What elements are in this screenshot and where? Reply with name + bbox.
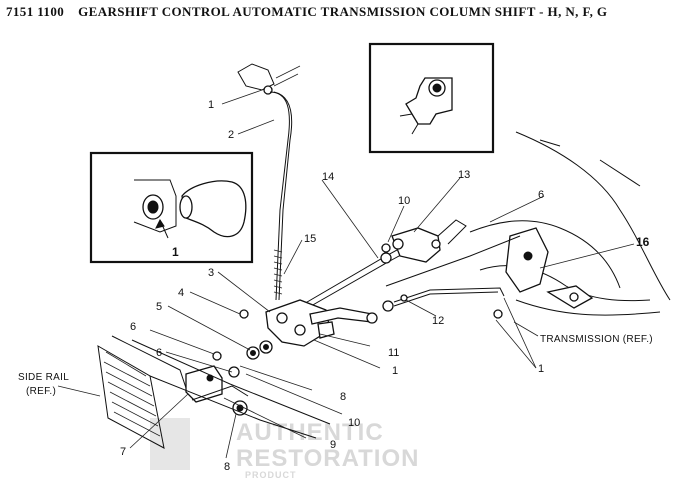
watermark-line1: AUTHENTIC [236,419,384,446]
callout-14: 14 [322,171,334,183]
reference-labels: SIDE RAIL (REF.) TRANSMISSION (REF.) [18,334,653,397]
callout-10-mid: 10 [348,417,360,429]
transmission-label: TRANSMISSION (REF.) [540,334,653,345]
callout-5: 5 [156,301,162,313]
diagram-title: GEARSHIFT CONTROL AUTOMATIC TRANSMISSION… [78,4,608,19]
callout-2: 2 [228,129,234,141]
callout-16: 16 [636,235,650,249]
side-rail-ref-label: (REF.) [26,386,56,397]
watermark-line2: RESTORATION [236,445,419,472]
upper-bellcrank [381,219,467,263]
transmission-area [469,131,671,316]
part-number: 7151 1100 [6,4,65,19]
callout-8-bottom: 8 [224,461,230,473]
inset-bushing-detail [89,151,254,264]
callout-3: 3 [208,267,214,279]
leader-lines [57,89,635,459]
callout-11: 11 [388,347,399,359]
callout-8-mid: 8 [340,391,346,403]
page-title: 7151 1100 GEARSHIFT CONTROL AUTOMATIC TRA… [6,4,607,20]
callout-labels: 1 2 3 4 5 6 6 7 8 8 9 10 10 11 1 12 13 1… [120,99,650,473]
side-rail [97,335,331,449]
callout-12: 12 [432,315,444,327]
callout-10-top: 10 [398,195,410,207]
callout-6-right: 6 [538,189,544,201]
lower-rod [382,235,521,319]
inset-clip-detail [368,42,495,154]
callout-6-left: 6 [130,321,136,333]
callout-4: 4 [178,287,184,299]
callout-7: 7 [120,446,126,458]
lower-lever-assembly [265,299,378,347]
callout-15: 15 [304,233,316,245]
shift-rod [269,91,293,301]
hardware-washers [212,309,273,416]
callout-9: 9 [330,439,336,451]
callout-1-top: 1 [208,99,214,111]
side-rail-label: SIDE RAIL [18,372,69,383]
callout-1-mid: 1 [392,365,398,377]
callout-1-right: 1 [538,363,544,375]
watermark-line3: PRODUCT [245,470,297,480]
watermark: AUTHENTIC RESTORATION PRODUCT [150,418,419,480]
callout-6-left-b: 6 [156,347,162,359]
upper-bracket [237,63,301,95]
callout-1-inset: 1 [172,245,179,259]
callout-13: 13 [458,169,470,181]
side-rail-bracket [185,365,249,403]
